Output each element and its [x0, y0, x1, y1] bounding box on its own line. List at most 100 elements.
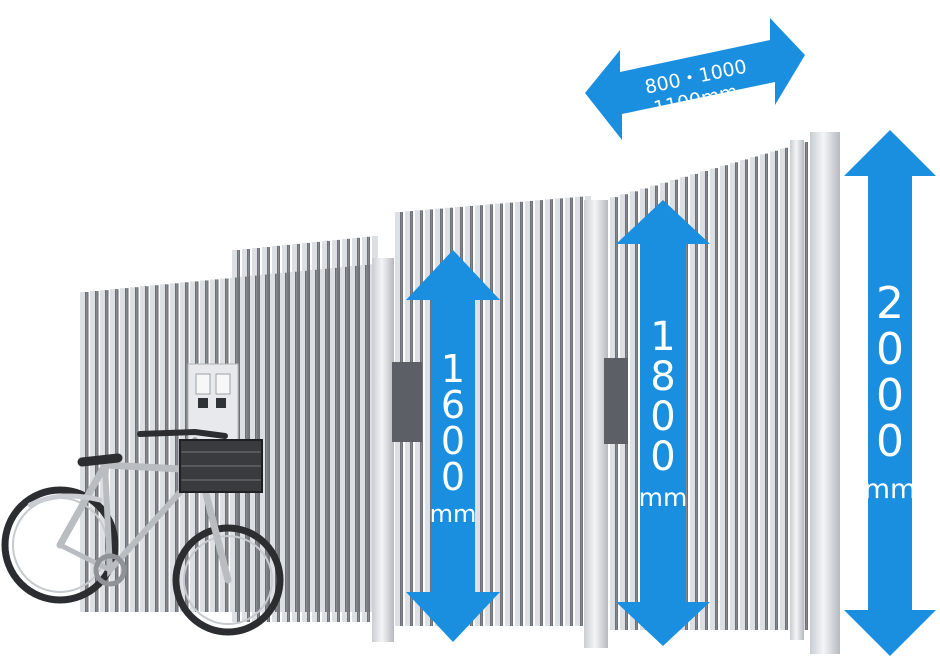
fence-slat [330, 268, 336, 612]
fence-slat [750, 157, 756, 630]
fence-slat [170, 283, 176, 612]
fence-slat [320, 269, 326, 612]
height-digit: 0 [650, 394, 675, 440]
fence-slat [635, 191, 638, 631]
fence-slat [560, 198, 563, 626]
fence-slat [100, 290, 106, 612]
fence-slat [150, 285, 156, 612]
fence-slat [495, 203, 501, 626]
fence-slat [315, 269, 319, 612]
fence-slat [520, 201, 523, 627]
fence-slat [305, 270, 309, 612]
fence-slat [90, 291, 96, 612]
height-unit: mm [639, 483, 688, 512]
fence-slat [735, 162, 738, 631]
fence-slat [770, 151, 776, 630]
fence-slat [290, 271, 296, 612]
fence-slat [720, 165, 726, 630]
bracket-2 [604, 358, 628, 444]
fence-slat [360, 265, 366, 612]
fence-slat [275, 273, 279, 612]
fence-slat [575, 196, 581, 627]
fence-slat [685, 176, 688, 631]
fence-slat [95, 291, 99, 612]
fence-slat [700, 171, 706, 630]
post-right-inner [790, 140, 804, 640]
fence-slat [510, 202, 513, 626]
height-digit: 8 [650, 354, 675, 400]
fence-slat [280, 272, 286, 612]
fence-slat [725, 165, 728, 630]
fence-slat [805, 142, 808, 630]
fence-slat [555, 198, 561, 626]
fence-panel-1800 [395, 196, 591, 627]
fence-slat [710, 168, 716, 630]
fence-slat [775, 150, 778, 630]
fence-slat [785, 147, 788, 631]
fence-slat [120, 288, 126, 612]
fence-slat [550, 199, 553, 626]
fence-slat [155, 285, 159, 612]
fence-slat [350, 266, 356, 612]
fence-slat [160, 284, 166, 612]
bracket-1 [392, 362, 422, 442]
fence-slat [300, 270, 306, 612]
height-digit: 0 [650, 434, 675, 480]
fence-slat [500, 203, 503, 626]
fence-slat [760, 154, 766, 631]
fence-slat [105, 290, 109, 612]
height-digit: 0 [876, 370, 904, 421]
fence-slat [270, 273, 276, 612]
fence-slat [140, 286, 146, 612]
fence-slat [475, 205, 481, 627]
fence-slat [175, 283, 179, 612]
fence-slat [695, 173, 698, 630]
height-digit: 1 [650, 314, 675, 360]
fence-slat [85, 292, 89, 612]
post-left [372, 258, 394, 642]
fence-slat [730, 162, 736, 630]
fence-slat [340, 267, 346, 612]
height-digit: 1 [441, 347, 465, 391]
width-dimension-arrow: 800・1000 1100mm [585, 18, 805, 140]
fence-slat [580, 196, 583, 626]
fence-slat [110, 289, 116, 612]
fence-slat [265, 274, 269, 612]
fence-slat [310, 269, 316, 612]
fence-slat [780, 148, 786, 630]
fence-slat [565, 197, 571, 626]
fence-posts [372, 132, 840, 654]
height-digit: 0 [876, 324, 904, 375]
fence-slat [425, 209, 431, 626]
height-unit: mm [864, 474, 917, 505]
fence-slat [325, 268, 329, 612]
fence-slat [715, 168, 718, 630]
fence-slat [505, 202, 511, 626]
fence-slat [345, 266, 349, 612]
fence-slat [705, 171, 708, 630]
fence-slat [335, 267, 339, 612]
fence-slat [80, 292, 86, 612]
fence-slat [295, 271, 299, 612]
fence-slat [525, 201, 531, 626]
height-digit: 0 [876, 416, 904, 467]
fence-slat [745, 159, 748, 630]
fence-slat [365, 265, 369, 612]
fence-slat [570, 197, 573, 626]
height-digit: 0 [441, 455, 465, 499]
height-digit: 0 [441, 419, 465, 463]
fence-slat [285, 272, 289, 612]
fence-slat [485, 204, 491, 626]
fence-slat [130, 287, 136, 612]
fence-slat [145, 286, 149, 612]
fence-slat [135, 287, 139, 612]
fence-slat [515, 201, 521, 626]
height-digit: 6 [441, 383, 465, 427]
height-unit: mm [430, 500, 477, 528]
